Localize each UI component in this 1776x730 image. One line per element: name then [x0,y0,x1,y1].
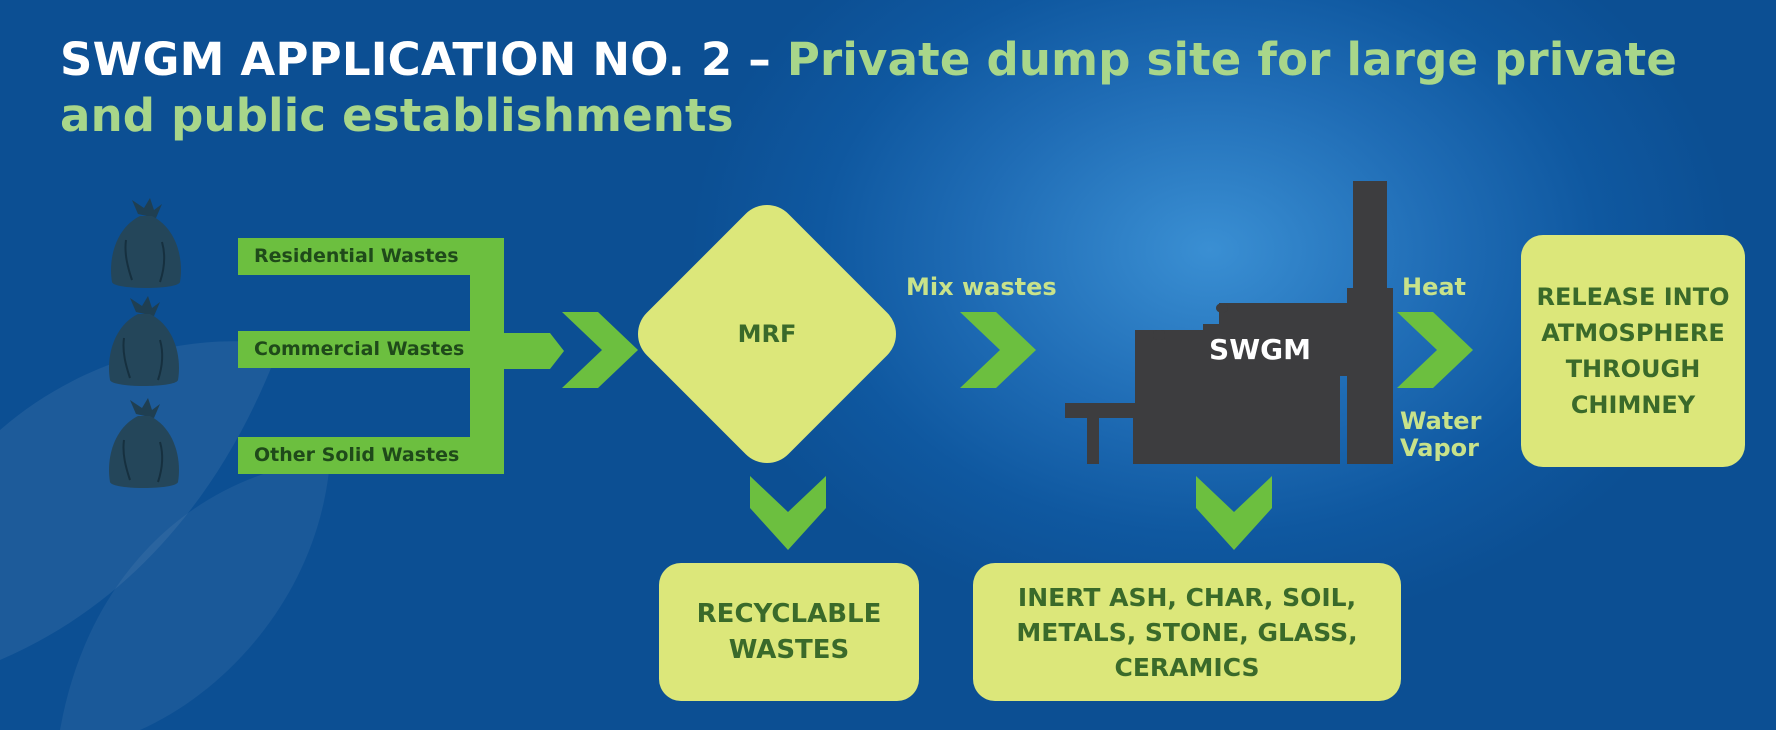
swgm-label: SWGM [1209,333,1311,366]
input-collector-bar [470,238,504,474]
swgm-machine-icon [1065,181,1393,464]
garbage-bag-icon [111,198,181,288]
chevron-down-icon [1196,476,1272,550]
page-title: SWGM APPLICATION NO. 2 – Private dump si… [60,32,1740,144]
recyclable-wastes-box: RECYCLABLE WASTES [659,563,919,701]
garbage-bag-icon [109,398,179,488]
heat-label: Heat [1402,273,1467,301]
chevron-right-icon [1397,312,1473,388]
mrf-label: MRF [737,320,797,348]
chevron-right-icon [960,312,1036,388]
input-residential-wastes: Residential Wastes [238,238,504,275]
title-highlight: Private dump site for large private and … [60,33,1678,142]
water-vapor-label: Water Vapor [1400,407,1482,462]
chevron-right-icon [562,312,638,388]
stem-arrow-tip [534,333,564,369]
garbage-bag-icon [109,296,179,386]
input-other-solid-wastes: Other Solid Wastes [238,437,504,474]
residue-box: INERT ASH, CHAR, SOIL, METALS, STONE, GL… [973,563,1401,701]
release-atmosphere-box: RELEASE INTO ATMOSPHERE THROUGH CHIMNEY [1521,235,1745,467]
title-prefix: SWGM APPLICATION NO. 2 – [60,33,787,86]
mix-wastes-label: Mix wastes [906,273,1057,301]
input-commercial-wastes: Commercial Wastes [238,331,504,368]
input-stem-bar [500,333,536,369]
chevron-down-icon [750,476,826,550]
